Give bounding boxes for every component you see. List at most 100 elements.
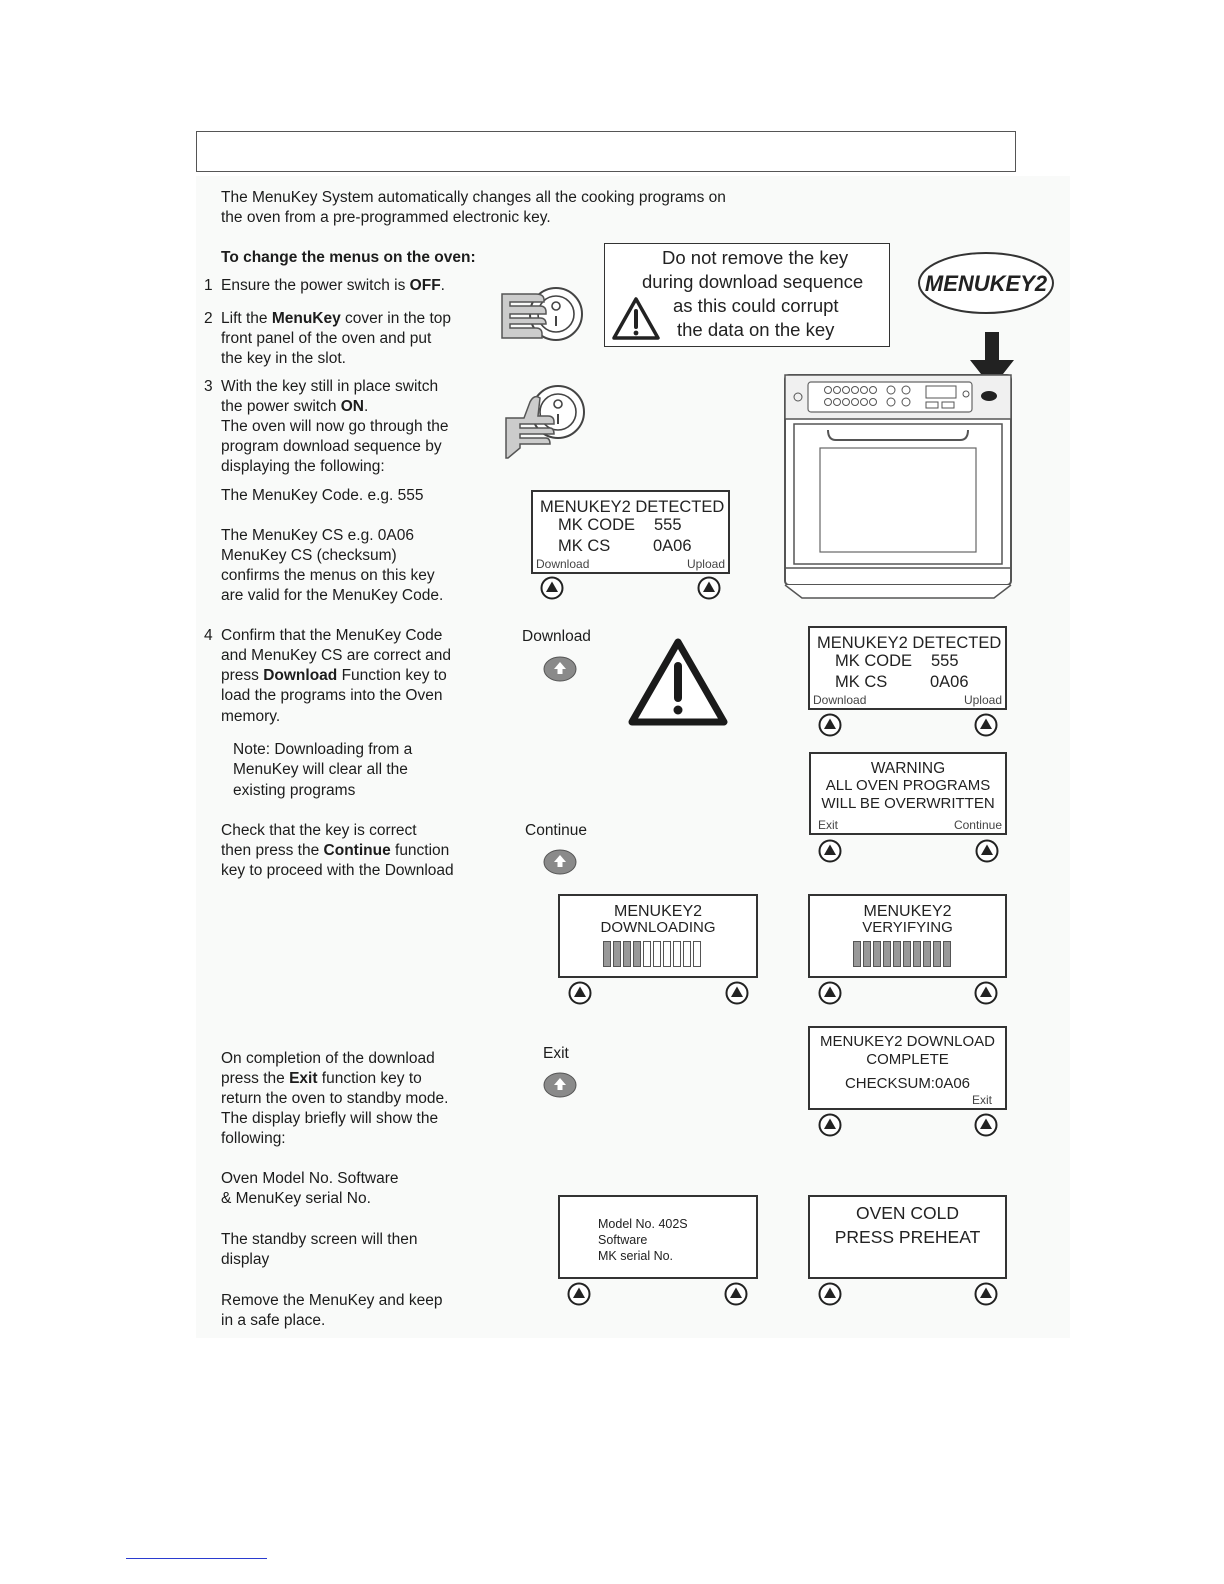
lcd-menukey-detected-1: MENUKEY2 DETECTED MK CODE 555 MK CS 0A06… <box>531 490 730 574</box>
completion-line-4: The display briefly will show the <box>221 1110 439 1127</box>
function-key-right-icon[interactable] <box>974 981 998 1005</box>
function-key-left-icon[interactable] <box>818 713 842 737</box>
step-3-number: 3 <box>204 378 213 395</box>
lcd-downloading: MENUKEY2 DOWNLOADING <box>558 894 758 978</box>
completion-line-5: following: <box>221 1130 286 1147</box>
function-key-right-icon[interactable] <box>974 1282 998 1306</box>
lcd-softkey-left: Download <box>536 557 590 571</box>
menukey-cs-line-3: confirms the menus on this key <box>221 567 435 584</box>
check-line-1: Check that the key is correct <box>221 822 417 839</box>
hand-switch-on-icon <box>505 385 585 459</box>
function-key-left-icon[interactable] <box>540 576 564 600</box>
completion-line-1: On completion of the download <box>221 1050 435 1067</box>
function-key-right-icon[interactable] <box>725 981 749 1005</box>
oven-illustration <box>784 332 1014 599</box>
lcd-code-label: MK CODE <box>835 652 913 670</box>
menukey-cs-line-2: MenuKey CS (checksum) <box>221 547 397 564</box>
function-key-left-icon[interactable] <box>568 981 592 1005</box>
lcd-complete-title: MENUKEY2 DOWNLOAD <box>819 1033 996 1050</box>
lcd-standby: OVEN COLD PRESS PREHEAT <box>808 1195 1007 1279</box>
progress-segment <box>613 941 621 967</box>
note-line-2: MenuKey will clear all the <box>233 761 408 778</box>
function-key-left-icon[interactable] <box>818 1282 842 1306</box>
download-progress-bar <box>603 941 701 967</box>
menukey-cs-line-4: are valid for the MenuKey Code. <box>221 587 444 604</box>
lcd-title: MENUKEY2 DETECTED <box>540 498 725 516</box>
function-key-right-icon[interactable] <box>697 576 721 600</box>
function-key-right-icon[interactable] <box>724 1282 748 1306</box>
function-key-right-icon[interactable] <box>974 713 998 737</box>
download-button[interactable] <box>543 656 577 682</box>
progress-segment <box>883 941 891 967</box>
footnote-separator <box>126 1558 267 1559</box>
step-1-text: Ensure the power switch is OFF. <box>221 277 445 294</box>
continue-button[interactable] <box>543 849 577 875</box>
section-heading: To change the menus on the oven: <box>221 249 476 266</box>
intro-line-2: the oven from a pre-programmed electroni… <box>221 209 551 226</box>
large-warning-triangle-icon <box>628 638 728 726</box>
step-2-line-2: front panel of the oven and put <box>221 330 432 347</box>
step-4-line-2: and MenuKey CS are correct and <box>221 647 452 664</box>
lcd-menukey-detected-2: MENUKEY2 DETECTED MK CODE 555 MK CS 0A06… <box>808 626 1007 710</box>
lcd-cs-value: 0A06 <box>930 673 969 691</box>
progress-segment <box>873 941 881 967</box>
lcd-cs-label: MK CS <box>835 673 888 691</box>
lcd-downloading-title: MENUKEY2 <box>613 903 703 920</box>
function-key-left-icon[interactable] <box>567 1282 591 1306</box>
lcd-warning-line-2: ALL OVEN PROGRAMS <box>825 777 991 794</box>
lcd-cs-label: MK CS <box>558 537 611 555</box>
progress-segment <box>903 941 911 967</box>
caution-line-3: as this could corrupt <box>673 295 839 316</box>
lcd-verifying-title: MENUKEY2 <box>863 903 952 920</box>
standby-line-2: display <box>221 1251 270 1268</box>
function-key-left-icon[interactable] <box>818 1113 842 1137</box>
lcd-warning-title: WARNING <box>870 760 946 777</box>
function-key-right-icon[interactable] <box>975 839 999 863</box>
function-key-left-icon[interactable] <box>818 839 842 863</box>
caution-box: Do not remove the key during download se… <box>604 243 890 347</box>
remove-line-1: Remove the MenuKey and keep <box>221 1292 443 1309</box>
step-3-line-5: displaying the following: <box>221 458 385 475</box>
progress-segment <box>913 941 921 967</box>
lcd-standby-line-1: OVEN COLD <box>855 1203 960 1223</box>
function-key-left-icon[interactable] <box>818 981 842 1005</box>
progress-segment <box>643 941 651 967</box>
header-box <box>196 131 1016 172</box>
lcd-softkey-left: Exit <box>818 818 839 832</box>
remove-line-2: in a safe place. <box>221 1312 326 1329</box>
progress-segment <box>603 941 611 967</box>
lcd-verifying: MENUKEY2 VERYIFYING <box>808 894 1007 978</box>
note-line-1: Note: Downloading from a <box>233 741 413 758</box>
progress-segment <box>633 941 641 967</box>
step-2-number: 2 <box>204 310 213 327</box>
lcd-cs-value: 0A06 <box>653 537 692 555</box>
progress-segment <box>653 941 661 967</box>
continue-button-label: Continue <box>525 822 588 839</box>
step-3-line-1: With the key still in place switch <box>221 378 439 395</box>
lcd-serial-number: MK serial No. <box>598 1249 674 1263</box>
check-line-3: key to proceed with the Download <box>221 862 454 879</box>
model-line-2: & MenuKey serial No. <box>221 1190 371 1207</box>
lcd-softkey-right: Upload <box>686 557 725 571</box>
verify-progress-bar <box>853 941 951 967</box>
lcd-model-info: Model No. 402S Software MK serial No. <box>558 1195 758 1279</box>
lcd-softkey-right: Continue <box>953 818 1002 832</box>
progress-segment <box>673 941 681 967</box>
step-3-line-3: The oven will now go through the <box>221 418 449 435</box>
exit-button-label: Exit <box>543 1045 569 1062</box>
step-4-number: 4 <box>204 627 213 644</box>
lcd-complete-checksum: CHECKSUM:0A06 <box>844 1075 971 1092</box>
progress-segment <box>683 941 691 967</box>
function-key-right-icon[interactable] <box>974 1113 998 1137</box>
progress-segment <box>863 941 871 967</box>
exit-button[interactable] <box>543 1072 577 1098</box>
menukey-cs-line-1: The MenuKey CS e.g. 0A06 <box>221 527 415 544</box>
step-1-number: 1 <box>204 277 213 294</box>
note-line-3: existing programs <box>233 782 356 799</box>
lcd-softkey-right: Upload <box>963 693 1002 707</box>
lcd-download-complete: MENUKEY2 DOWNLOAD COMPLETE CHECKSUM:0A06… <box>808 1026 1007 1110</box>
download-button-label: Download <box>522 628 591 645</box>
menukey2-logo: MENUKEY2 <box>918 252 1054 314</box>
lcd-warning-line-3: WILL BE OVERWRITTEN <box>821 795 995 812</box>
step-3-line-2: the power switch ON. <box>221 398 369 415</box>
